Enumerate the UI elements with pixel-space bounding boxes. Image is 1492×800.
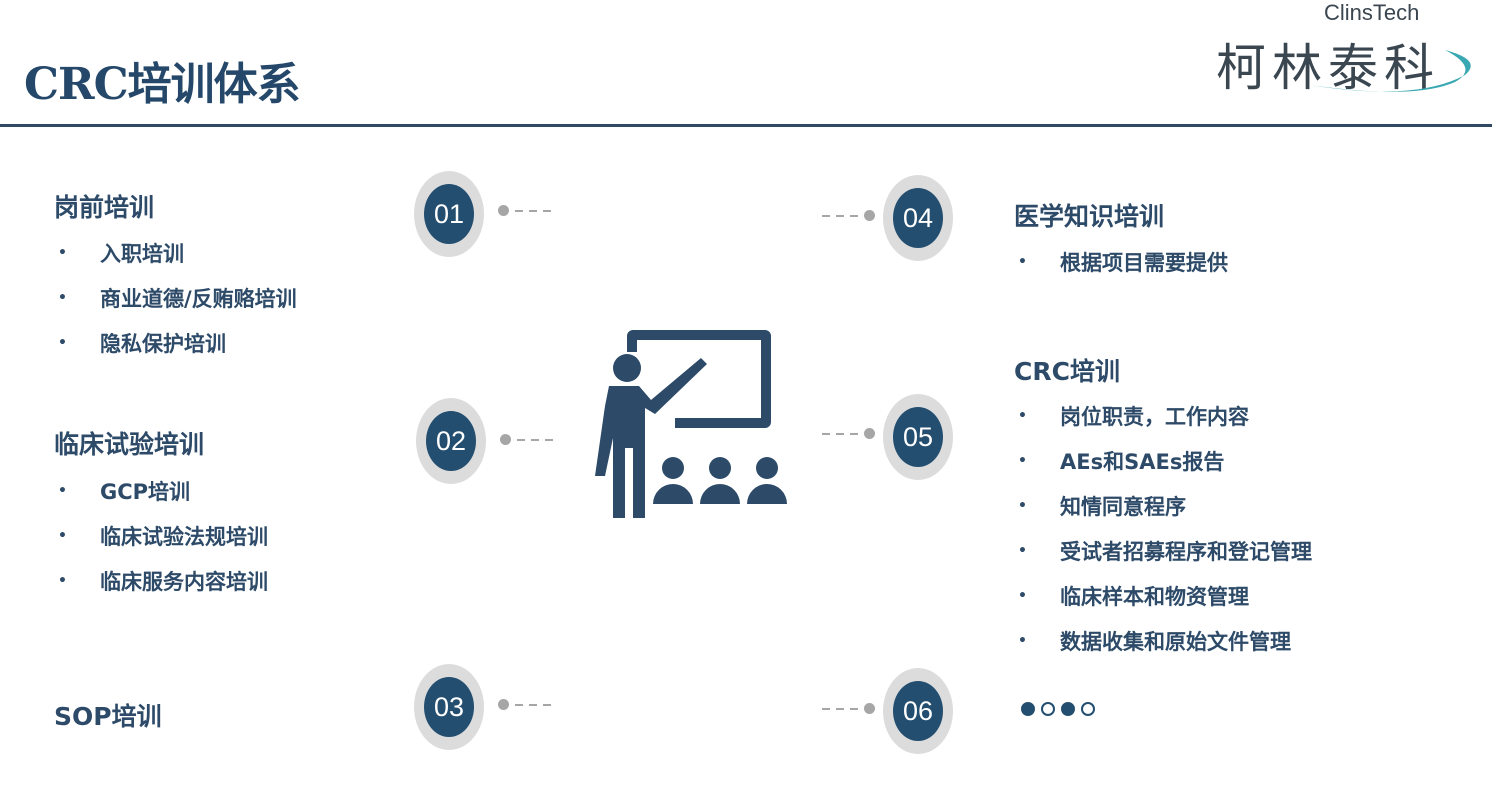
pagination-dots — [1021, 701, 1101, 720]
list-item: •入职培训 — [58, 241, 184, 266]
section-heading-clinical: 临床试验培训 — [54, 430, 205, 459]
medical-list: •根据项目需要提供 — [1014, 239, 1228, 284]
list-item: •根据项目需要提供 — [1018, 250, 1228, 275]
connector — [498, 699, 551, 710]
badge-04: 04 — [883, 175, 953, 261]
connector — [500, 434, 553, 445]
badge-06: 06 — [883, 668, 953, 754]
list-item: •隐私保护培训 — [58, 331, 226, 356]
connector — [498, 205, 551, 216]
page-dot-3[interactable] — [1061, 702, 1075, 716]
teacher-presentation-icon — [595, 330, 787, 518]
list-item: •临床样本和物资管理 — [1018, 584, 1249, 609]
connector — [822, 703, 875, 714]
page-dot-2[interactable] — [1041, 702, 1055, 716]
list-item: •GCP培训 — [58, 479, 191, 504]
badge-02: 02 — [416, 398, 486, 484]
logo-english: ClinsTech — [1324, 0, 1420, 25]
section-heading-crc: CRC培训 — [1014, 357, 1120, 386]
badge-03: 03 — [414, 664, 484, 750]
logo-chinese: 柯林泰科 — [1216, 39, 1440, 97]
list-item: •AEs和SAEs报告 — [1018, 449, 1225, 474]
page-dot-1[interactable] — [1021, 702, 1035, 716]
list-item: •商业道德/反贿赂培训 — [58, 286, 297, 311]
header-divider — [0, 124, 1492, 127]
clinical-list: •GCP培训 •临床试验法规培训 •临床服务内容培训 — [54, 468, 268, 603]
connector — [822, 210, 875, 221]
list-item: •知情同意程序 — [1018, 494, 1186, 519]
crc-list: •岗位职责，工作内容 •AEs和SAEs报告 •知情同意程序 •受试者招募程序和… — [1014, 393, 1312, 663]
logo-swoosh — [1310, 50, 1471, 92]
connector — [822, 428, 875, 439]
badge-05: 05 — [883, 394, 953, 480]
section-heading-pre-job: 岗前培训 — [54, 193, 155, 222]
list-item: •临床服务内容培训 — [58, 569, 268, 594]
page-title: CRC培训体系 — [24, 59, 301, 110]
list-item: •数据收集和原始文件管理 — [1018, 629, 1291, 654]
pre-job-list: •入职培训 •商业道德/反贿赂培训 •隐私保护培训 — [54, 230, 297, 365]
section-heading-medical: 医学知识培训 — [1014, 202, 1165, 231]
list-item: •临床试验法规培训 — [58, 524, 268, 549]
badge-01: 01 — [414, 171, 484, 257]
list-item: •岗位职责，工作内容 — [1018, 404, 1249, 429]
section-heading-sop: SOP培训 — [54, 702, 162, 731]
list-item: •受试者招募程序和登记管理 — [1018, 539, 1312, 564]
page-dot-4[interactable] — [1081, 702, 1095, 716]
